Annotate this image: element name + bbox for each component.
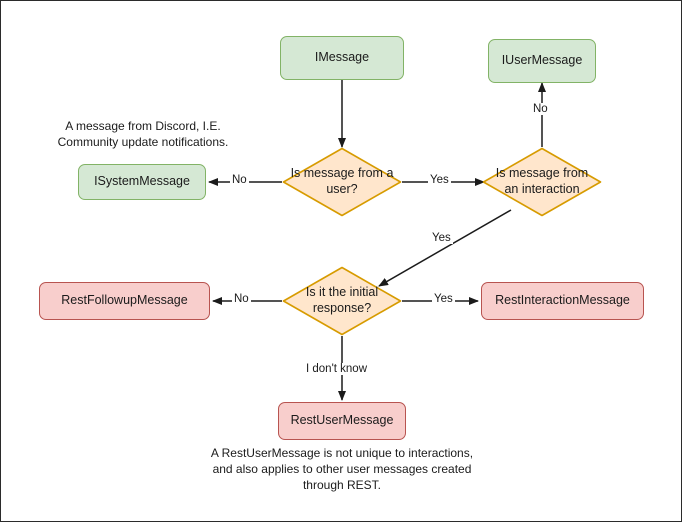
annotation-restusermessage: A RestUserMessage is not unique to inter… — [210, 446, 474, 492]
node-imessage[interactable]: IMessage — [280, 36, 404, 80]
node-q-from-user[interactable]: Is message from a user? — [282, 147, 402, 217]
diamond-shape — [482, 147, 602, 217]
node-restinteractionmessage[interactable]: RestInteractionMessage — [481, 282, 644, 320]
annotation-isystemmessage: A message from Discord, I.E. Community u… — [57, 119, 229, 149]
edge-label-yes-q-from-interaction: Yes — [428, 174, 451, 186]
node-label: Is message from an interaction — [495, 166, 589, 196]
diamond-shape — [282, 266, 402, 336]
edge-label-no-restfollowupmessage: No — [232, 293, 251, 305]
node-iusermessage[interactable]: IUserMessage — [488, 39, 596, 83]
edge-label-no-iusermessage: No — [531, 103, 550, 115]
edge-label-yes-q-initial-response: Yes — [430, 232, 453, 244]
node-label: Is it the initial response? — [305, 285, 379, 315]
node-restusermessage[interactable]: RestUserMessage — [278, 402, 406, 440]
edge-label-no-isystemmessage: No — [230, 174, 249, 186]
node-q-from-interaction[interactable]: Is message from an interaction — [482, 147, 602, 217]
node-isystemmessage[interactable]: ISystemMessage — [78, 164, 206, 200]
node-restfollowupmessage[interactable]: RestFollowupMessage — [39, 282, 210, 320]
edge-label-i-dont-know-restusermessage: I don't know — [304, 363, 370, 375]
edge-label-yes-restinteractionmessage: Yes — [432, 293, 455, 305]
node-label: Is message from a user? — [290, 166, 394, 196]
node-q-initial-response[interactable]: Is it the initial response? — [282, 266, 402, 336]
diamond-shape — [282, 147, 402, 217]
